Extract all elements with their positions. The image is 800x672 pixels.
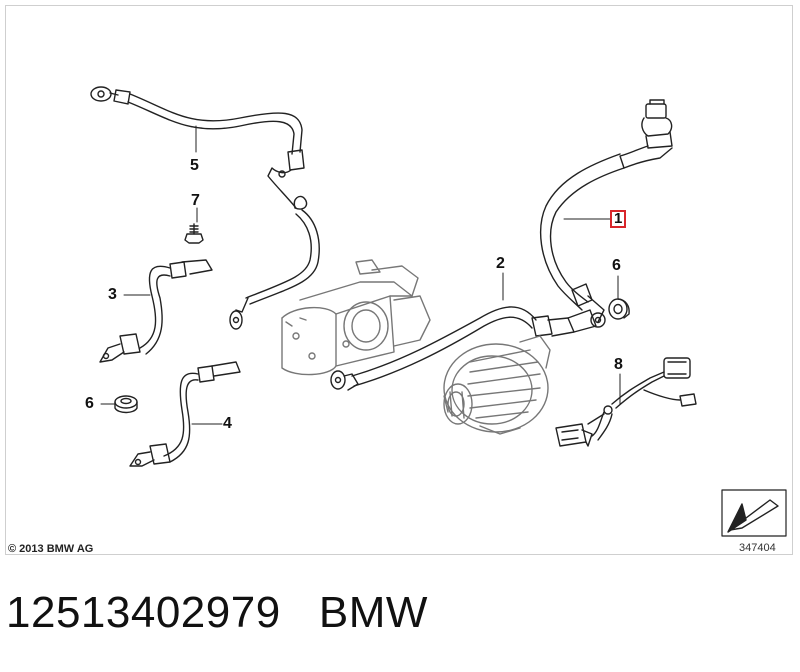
- callout-6-left: 6: [85, 395, 94, 412]
- cable-part-5[interactable]: [90, 86, 320, 330]
- callout-3: 3: [108, 286, 117, 303]
- callout-8: 8: [614, 356, 623, 373]
- copyright-notice: © 2013 BMW AG: [8, 543, 94, 555]
- cable-part-3[interactable]: [99, 259, 213, 363]
- footer-caption: 12513402979 BMW: [6, 588, 428, 638]
- battery-cable-part-1[interactable]: [540, 99, 673, 323]
- cable-part-4[interactable]: [129, 361, 241, 467]
- diagram-number: 347404: [739, 542, 776, 554]
- grommet-part-6-left[interactable]: [114, 395, 138, 414]
- callout-7: 7: [191, 192, 200, 209]
- bolt-part-7[interactable]: [184, 223, 204, 244]
- callout-4: 4: [223, 415, 232, 432]
- starter-motor: [281, 259, 431, 376]
- part-number: 12513402979: [6, 588, 281, 637]
- alternator: [443, 335, 551, 435]
- cable-part-2[interactable]: [330, 306, 606, 391]
- wiring-harness-part-8[interactable]: [555, 357, 697, 447]
- orientation-arrow-icon: [721, 489, 787, 537]
- grommet-part-6-right[interactable]: [608, 298, 630, 320]
- leader-lines: [100, 125, 621, 425]
- callout-6-right: 6: [612, 257, 621, 274]
- callout-1-highlighted[interactable]: 1: [610, 210, 627, 228]
- brand-name: BMW: [318, 588, 428, 637]
- callout-2: 2: [496, 255, 505, 272]
- callout-5: 5: [190, 157, 199, 174]
